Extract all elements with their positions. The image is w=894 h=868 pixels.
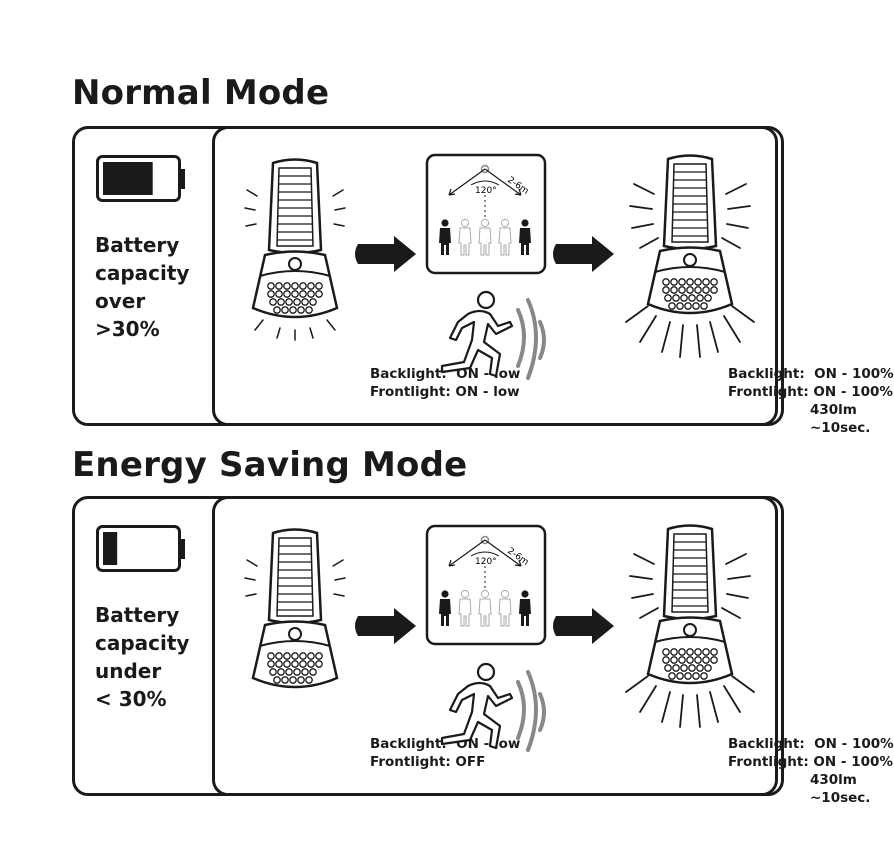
battery-capacity-label: Battery capacity under < 30% [95, 603, 190, 711]
battery-capacity-label: Battery capacity over >30% [95, 233, 190, 341]
saving-mode-title: Energy Saving Mode [72, 445, 468, 485]
normal-mode-title: Normal Mode [72, 73, 330, 113]
before-light-status: Backlight: ON - low Frontlight: OFF [370, 736, 521, 770]
lumen-duration: 430lm ~10sec. [810, 772, 871, 806]
lumen-duration: 430lm ~10sec. [810, 402, 871, 436]
normal-mode-panel: Battery capacity over >30% Backlight: ON… [72, 126, 894, 436]
battery-icon [96, 525, 185, 572]
after-light-status: Backlight: ON - 100% Frontlight: ON - 10… [728, 736, 894, 770]
saving-mode-panel: Battery capacity under < 30% Backlight: … [72, 496, 894, 806]
battery-icon [96, 155, 185, 202]
saving-mode-diagram: Backlight: ON - low Frontlight: OFF Back… [212, 496, 894, 806]
before-light-status: Backlight: ON - low Frontlight: ON - low [370, 366, 521, 400]
normal-mode-diagram: Backlight: ON - low Frontlight: ON - low… [212, 126, 894, 436]
after-light-status: Backlight: ON - 100% Frontlight: ON - 10… [728, 366, 894, 400]
